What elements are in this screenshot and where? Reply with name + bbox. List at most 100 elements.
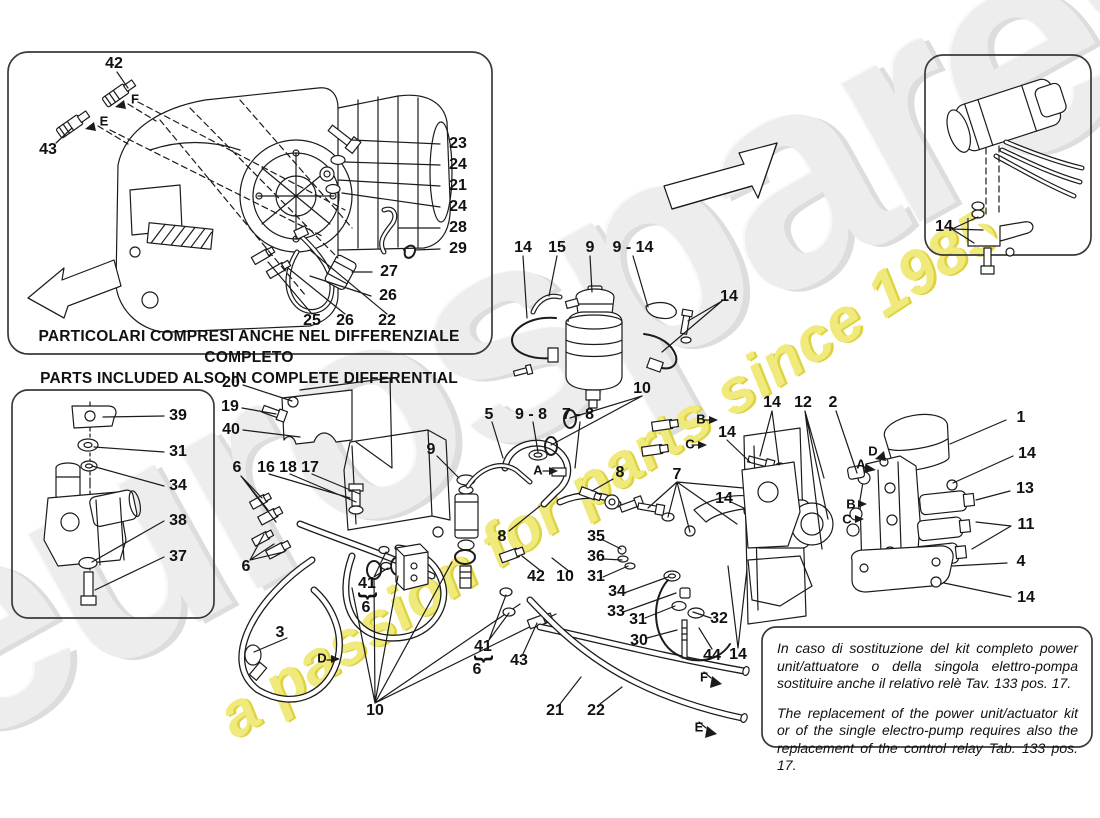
diagram-artwork xyxy=(7,51,1093,748)
pump-inset-drawing xyxy=(946,78,1085,275)
callout-D: D xyxy=(868,443,878,459)
callout-F: F xyxy=(700,669,708,685)
caption-line-italian: PARTICOLARI COMPRESI ANCHE NEL DIFFERENZ… xyxy=(38,328,460,366)
callout-14: 14 xyxy=(763,394,781,411)
callout-C: C xyxy=(842,511,852,527)
callout-B: B xyxy=(846,496,856,512)
callout-34: 34 xyxy=(608,583,626,600)
callout-1: 1 xyxy=(1016,409,1026,426)
callout-22: 22 xyxy=(378,312,396,329)
callout-8: 8 xyxy=(615,464,625,481)
callout-8: 8 xyxy=(497,528,507,545)
callout-34: 34 xyxy=(169,477,187,494)
callout-28: 28 xyxy=(449,219,467,236)
differential-inset-frame xyxy=(7,51,493,355)
direction-arrow-left xyxy=(27,259,122,319)
callout-36: 36 xyxy=(587,548,605,565)
callout-A: A xyxy=(533,462,543,478)
bracket-and-fittings-drawing xyxy=(238,377,557,704)
callout-24: 24 xyxy=(449,156,467,173)
callout-10: 10 xyxy=(366,702,384,719)
callout-9: 9 xyxy=(585,239,595,256)
callout-14: 14 xyxy=(729,646,747,663)
callout-31: 31 xyxy=(587,568,605,585)
callout-14: 14 xyxy=(718,424,736,441)
callout-43: 43 xyxy=(39,141,57,158)
callout-25: 25 xyxy=(303,312,321,329)
note-italian: In caso di sostituzione del kit completo… xyxy=(777,640,1078,691)
callout-18: 18 xyxy=(279,459,297,476)
callout-43: 43 xyxy=(510,652,528,669)
callout-42: 42 xyxy=(527,568,545,585)
callout-10: 10 xyxy=(556,568,574,585)
callout-41: 41 xyxy=(474,638,492,655)
callout-7: 7 xyxy=(672,466,682,483)
callout-33: 33 xyxy=(607,603,625,620)
callout-31: 31 xyxy=(169,443,187,460)
gearbox-drawing xyxy=(27,71,453,333)
callout-7-8: 7 - 8 xyxy=(561,406,595,423)
callout-21: 21 xyxy=(546,702,564,719)
callout-27: 27 xyxy=(380,263,398,280)
callout-F: F xyxy=(131,91,139,107)
actuator-inset-drawing xyxy=(43,401,165,606)
callout-35: 35 xyxy=(587,528,605,545)
direction-arrow-right xyxy=(663,142,778,210)
callout-29: 29 xyxy=(449,240,467,257)
callout-10: 10 xyxy=(633,380,651,397)
callout-44: 44 xyxy=(703,647,721,664)
callout-39: 39 xyxy=(169,407,187,424)
sensor-42 xyxy=(101,79,137,108)
callout-14: 14 xyxy=(514,239,532,256)
callout-42: 42 xyxy=(105,55,123,72)
callout-3: 3 xyxy=(275,624,285,641)
callout-12: 12 xyxy=(794,394,812,411)
callout-A: A xyxy=(856,456,866,472)
tank-drawing xyxy=(465,255,750,738)
callout-14: 14 xyxy=(1018,445,1036,462)
callout-16: 16 xyxy=(257,459,275,476)
callout-21: 21 xyxy=(449,177,467,194)
power-unit-drawing xyxy=(741,410,1014,625)
callout-6: 6 xyxy=(232,459,242,476)
callout-38: 38 xyxy=(169,512,187,529)
callout-20: 20 xyxy=(222,374,240,391)
differential-caption: PARTICOLARI COMPRESI ANCHE NEL DIFFERENZ… xyxy=(10,326,488,389)
callout-13: 13 xyxy=(1016,480,1034,497)
callout-37: 37 xyxy=(169,548,187,565)
callout-41: 41 xyxy=(358,575,376,592)
callout-32: 32 xyxy=(710,610,728,627)
note-english: The replacement of the power unit/actuat… xyxy=(777,704,1078,774)
callout-2: 2 xyxy=(828,394,838,411)
callout-14: 14 xyxy=(1017,589,1035,606)
replacement-note: In caso di sostituzione del kit completo… xyxy=(777,640,1078,787)
callout-6: 6 xyxy=(472,661,482,678)
callout-9-14: 9 - 14 xyxy=(612,239,654,256)
callout-D: D xyxy=(317,650,327,666)
callout-17: 17 xyxy=(301,459,319,476)
callout-4: 4 xyxy=(1016,553,1026,570)
note-box-frame xyxy=(761,626,1093,748)
callout-30: 30 xyxy=(630,632,648,649)
callout-14: 14 xyxy=(720,288,738,305)
callout-26: 26 xyxy=(336,312,354,329)
callout-14: 14 xyxy=(715,490,733,507)
callout-6: 6 xyxy=(241,558,251,575)
callout-9-8: 9 - 8 xyxy=(514,406,548,423)
callout-E: E xyxy=(694,719,704,735)
callout-11: 11 xyxy=(1017,516,1035,533)
callout-C: C xyxy=(685,436,695,452)
caption-line-english: PARTS INCLUDED ALSO IN COMPLETE DIFFEREN… xyxy=(40,370,458,387)
callout-24: 24 xyxy=(449,198,467,215)
callout-40: 40 xyxy=(222,421,240,438)
callout-31: 31 xyxy=(629,611,647,628)
sensor-43 xyxy=(55,110,91,139)
callout-22: 22 xyxy=(587,702,605,719)
callout-6: 6 xyxy=(361,599,371,616)
callout-B: B xyxy=(696,411,706,427)
callout-9: 9 xyxy=(426,441,436,458)
callout-14: 14 xyxy=(935,218,953,235)
callout-23: 23 xyxy=(449,135,467,152)
callout-E: E xyxy=(99,113,109,129)
